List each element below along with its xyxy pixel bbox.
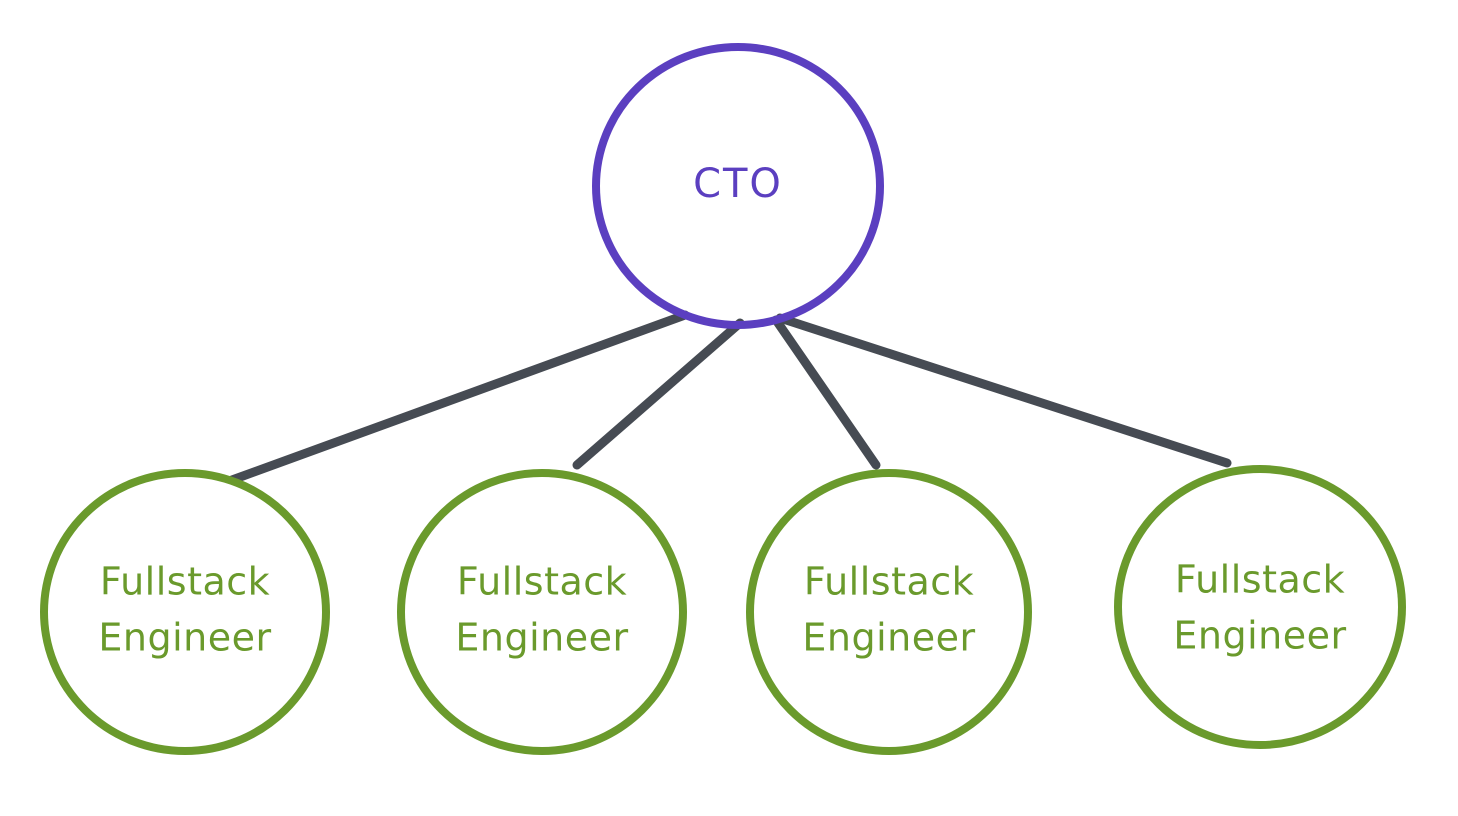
engineer-node-title: Fullstack	[100, 560, 270, 604]
cto-node[interactable]: CTO	[592, 43, 884, 329]
engineer-node-4[interactable]: Fullstack Engineer	[1114, 465, 1406, 749]
cto-node-circle	[592, 43, 884, 329]
engineer-node-title: Fullstack	[457, 560, 627, 604]
connectors	[227, 310, 1232, 485]
engineer-node-role: Engineer	[98, 616, 271, 660]
connector-cto-to-engineer-3	[771, 315, 881, 470]
engineer-node-title: Fullstack	[1175, 558, 1345, 602]
engineer-node-1[interactable]: Fullstack Engineer	[40, 469, 330, 755]
engineer-node-2[interactable]: Fullstack Engineer	[397, 469, 687, 755]
engineer-node-circle	[40, 469, 330, 755]
connector-cto-to-engineer-1	[227, 310, 690, 485]
engineer-node-role: Engineer	[455, 616, 628, 660]
engineer-node-circle	[746, 469, 1032, 755]
connector-cto-to-engineer-2	[572, 318, 745, 470]
engineer-node-circle	[1114, 465, 1406, 749]
engineer-node-role: Engineer	[1173, 614, 1346, 658]
connector-cto-to-engineer-4	[775, 313, 1232, 468]
engineer-node-3[interactable]: Fullstack Engineer	[746, 469, 1032, 755]
engineer-node-role: Engineer	[802, 616, 975, 660]
engineer-node-circle	[397, 469, 687, 755]
engineer-node-title: Fullstack	[804, 560, 974, 604]
cto-node-label: CTO	[693, 161, 783, 207]
